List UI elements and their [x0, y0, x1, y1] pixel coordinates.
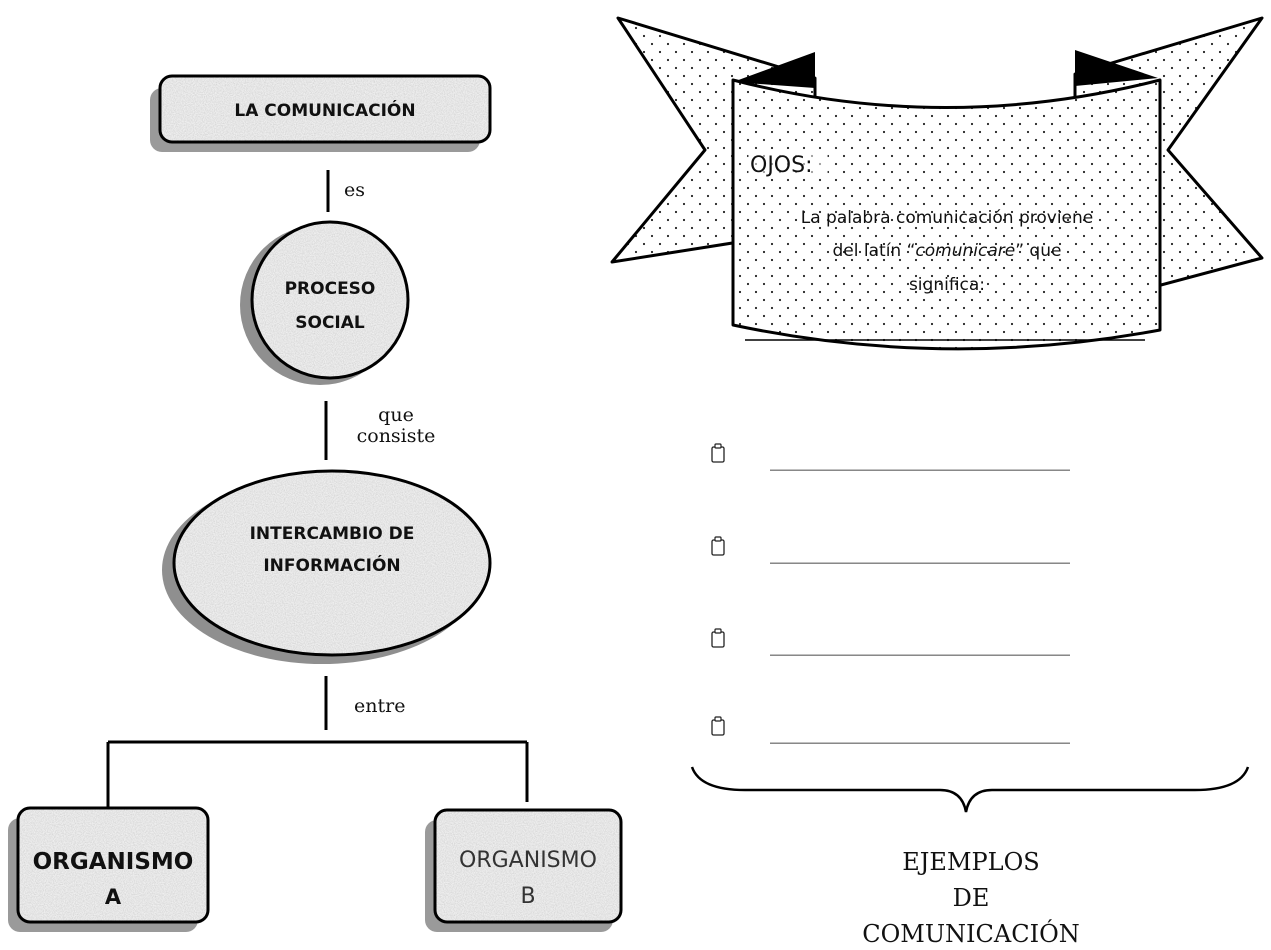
- node-label: LA COMUNICACIÓN: [234, 99, 415, 121]
- clipboard-icon: [711, 443, 725, 463]
- node-la-comunicacion: LA COMUNICACIÓN: [150, 74, 492, 152]
- node-label-line1: INTERCAMBIO DE: [250, 524, 415, 544]
- caption-line3: COMUNICACIÓN: [862, 919, 1080, 948]
- clipboard-icon: [711, 628, 725, 648]
- answer-blank-line: ______________________________: [770, 720, 1070, 744]
- answer-blank-line: ______________________________: [770, 540, 1070, 564]
- node-label-line2: B: [520, 884, 535, 909]
- node-intercambio-informacion: INTERCAMBIO DE INFORMACIÓN: [162, 469, 492, 664]
- caption-line1: EJEMPLOS: [902, 848, 1039, 876]
- node-label-line1: PROCESO: [285, 279, 376, 299]
- example-item-3: ______________________________: [711, 628, 1070, 656]
- curly-brace: [690, 766, 1250, 813]
- edge-label-entre: entre: [354, 695, 405, 717]
- example-item-1: ______________________________: [711, 443, 1070, 471]
- examples-list: ______________________________ _________…: [711, 443, 1070, 744]
- node-label-line1: ORGANISMO: [33, 849, 194, 875]
- edge-que-consiste: que consiste: [324, 401, 436, 460]
- edge-label-consiste: consiste: [357, 425, 436, 447]
- edge-label-que: que: [378, 404, 414, 426]
- edge-es: es: [326, 170, 365, 212]
- answer-blank-line: ______________________________: [770, 447, 1070, 471]
- banner-line2: del latín “comunicare” que: [833, 241, 1062, 261]
- example-item-2: ______________________________: [711, 536, 1070, 564]
- banner-line1: La palabra comunicación proviene: [801, 208, 1094, 228]
- node-label-line2: SOCIAL: [295, 313, 365, 333]
- edge-label-es: es: [344, 179, 365, 201]
- node-label-line2: INFORMACIÓN: [263, 554, 400, 576]
- clipboard-icon: [711, 536, 725, 556]
- banner-title: OJOS:: [750, 153, 813, 178]
- edge-entre: entre: [106, 676, 529, 812]
- node-label-line1: ORGANISMO: [459, 848, 597, 873]
- answer-blank-line: ______________________________: [770, 632, 1070, 656]
- ojos-banner: OJOS: La palabra comunicación proviene d…: [610, 16, 1264, 351]
- examples-caption: EJEMPLOS DE COMUNICACIÓN: [862, 848, 1080, 948]
- clipboard-icon: [711, 716, 725, 736]
- node-organismo-b: ORGANISMO B: [425, 808, 623, 932]
- caption-line2: DE: [953, 884, 990, 912]
- node-label-line2: A: [105, 885, 122, 909]
- node-organismo-a: ORGANISMO A: [8, 806, 210, 932]
- example-item-4: ______________________________: [711, 716, 1070, 744]
- node-proceso-social: PROCESO SOCIAL: [240, 220, 410, 385]
- banner-line3: significa:: [909, 275, 985, 295]
